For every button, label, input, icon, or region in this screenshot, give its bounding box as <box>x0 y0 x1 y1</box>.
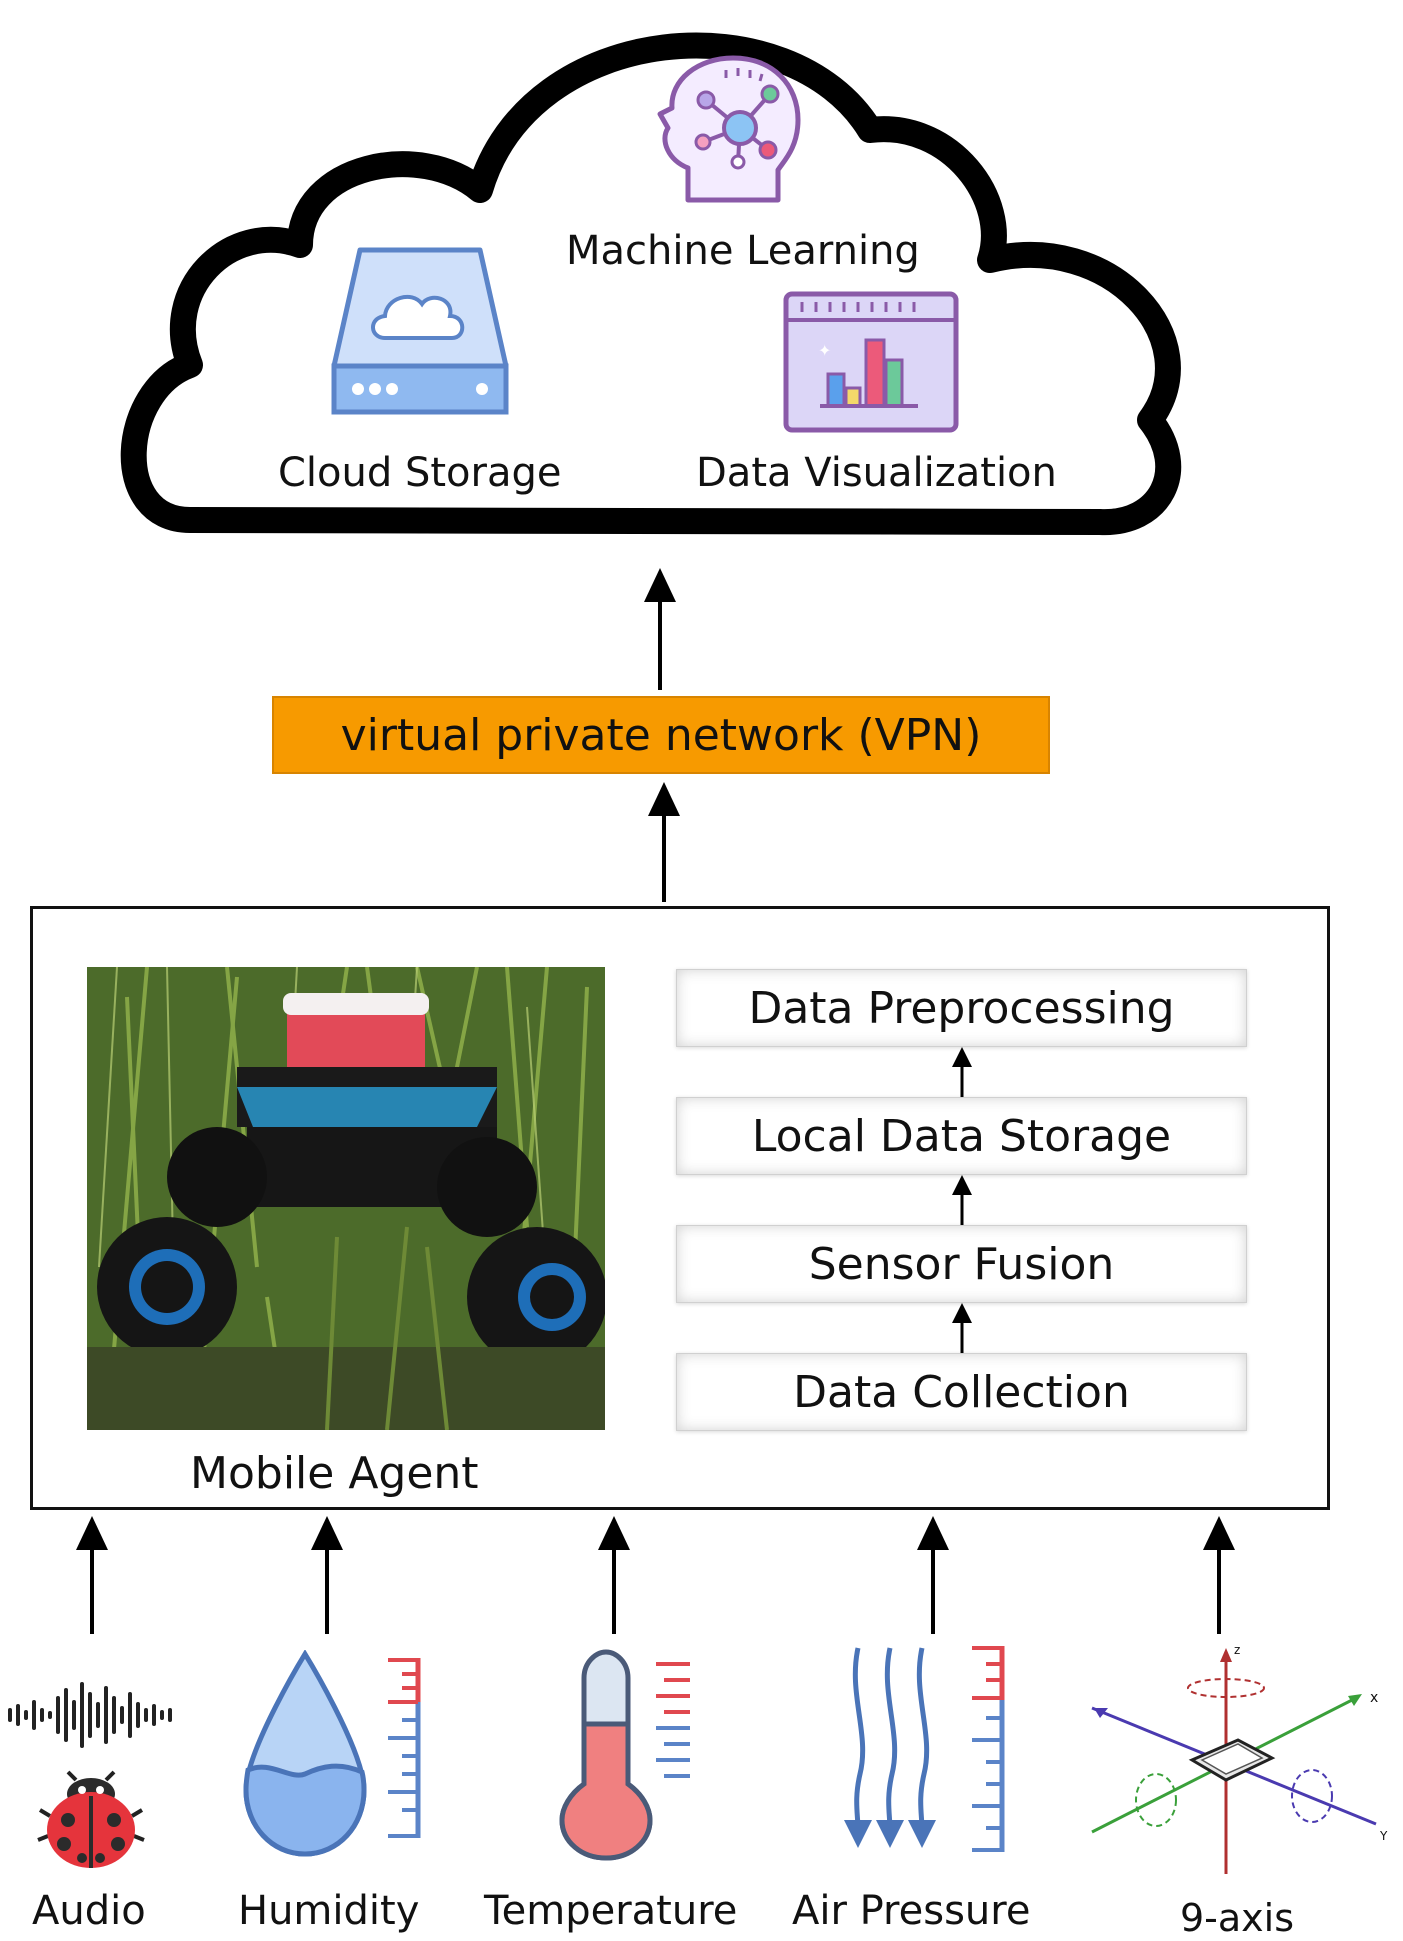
sensor-label-temperature: Temperature <box>484 1888 738 1934</box>
step-data-collection: Data Collection <box>676 1353 1247 1431</box>
machine-learning-icon <box>657 55 801 203</box>
axis-label-x: x <box>1370 1690 1378 1706</box>
arrow-air-pressure <box>917 1516 949 1634</box>
step-data-preprocessing: Data Preprocessing <box>676 969 1247 1047</box>
machine-learning-label: Machine Learning <box>566 228 920 274</box>
arrow-vpn-to-cloud <box>644 568 676 690</box>
step-sensor-fusion: Sensor Fusion <box>676 1225 1247 1303</box>
arrow-agent-to-vpn <box>648 782 680 902</box>
mobile-agent-label: Mobile Agent <box>190 1448 479 1499</box>
cloud-storage-label: Cloud Storage <box>278 450 562 496</box>
cloud-storage-icon <box>331 247 509 415</box>
arrow-collection-to-fusion <box>952 1303 972 1355</box>
data-visualization-icon: ✦ <box>783 291 959 433</box>
thermometer-icon <box>559 1649 653 1861</box>
vpn-bar: virtual private network (VPN) <box>272 696 1050 774</box>
arrow-audio <box>76 1516 108 1634</box>
audio-waveform-icon <box>8 1682 172 1748</box>
temperature-scale-icon <box>656 1662 690 1778</box>
humidity-scale-icon <box>388 1658 421 1838</box>
air-pressure-scale-icon <box>972 1646 1005 1852</box>
humidity-drop-icon <box>243 1650 367 1857</box>
step-local-data-storage: Local Data Storage <box>676 1097 1247 1175</box>
mobile-agent-photo <box>87 967 605 1430</box>
nine-axis-icon: z x Y <box>1091 1643 1388 1874</box>
sensor-label-audio: Audio <box>32 1888 146 1934</box>
arrow-temperature <box>598 1516 630 1634</box>
arrow-storage-to-preprocessing <box>952 1047 972 1099</box>
sensor-label-9-axis: 9-axis <box>1180 1896 1295 1940</box>
axis-label-y: Y <box>1379 1829 1388 1843</box>
arrow-9-axis <box>1203 1516 1235 1634</box>
axis-label-z: z <box>1234 1643 1240 1657</box>
arrow-humidity <box>311 1516 343 1634</box>
ladybug-icon <box>37 1770 145 1868</box>
air-pressure-icon <box>844 1647 936 1848</box>
svg-text:✦: ✦ <box>818 341 831 360</box>
data-visualization-label: Data Visualization <box>696 450 1057 496</box>
sensor-label-air-pressure: Air Pressure <box>792 1888 1031 1934</box>
arrow-fusion-to-storage <box>952 1175 972 1227</box>
sensor-label-humidity: Humidity <box>238 1888 420 1934</box>
